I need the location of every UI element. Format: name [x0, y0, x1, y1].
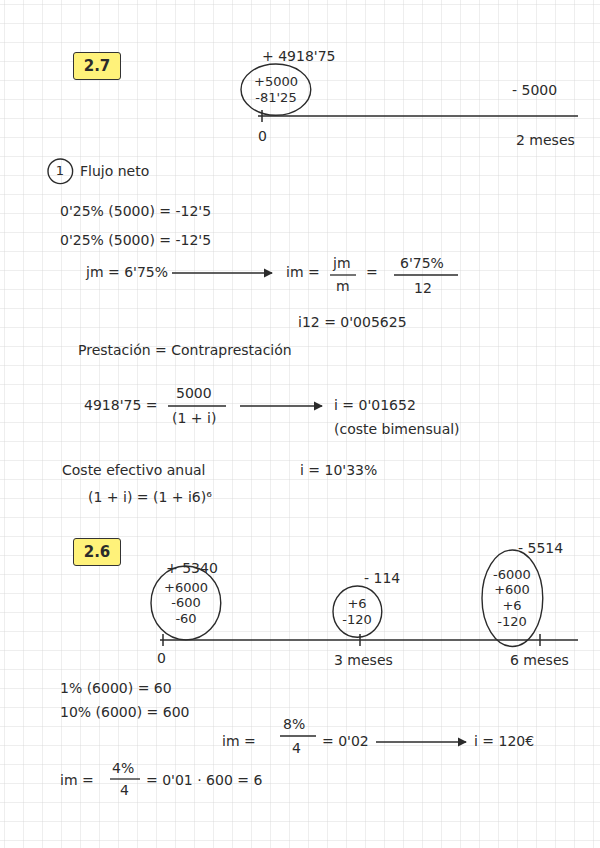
- handwritten-note: 0: [258, 128, 267, 144]
- handwritten-note: m: [336, 278, 350, 294]
- cash-flow-value: +6: [502, 598, 521, 614]
- handwritten-note: im =: [60, 772, 94, 788]
- fraction-bar: [110, 778, 140, 779]
- cash-flow-value: 1: [56, 163, 64, 179]
- handwritten-note: 12: [414, 280, 432, 296]
- cash-flow-value: +5000: [254, 74, 298, 90]
- circled-group: -6000+600+6-120: [481, 549, 544, 647]
- fraction-bar: [168, 405, 226, 406]
- handwritten-note: - 114: [364, 570, 400, 586]
- handwritten-note: + 5340: [166, 560, 218, 576]
- handwritten-note: im =: [286, 264, 320, 280]
- fraction-bar: [330, 274, 356, 275]
- cash-flow-value: -6000: [493, 567, 531, 583]
- handwritten-note: 4: [120, 782, 129, 798]
- handwritten-note: 6 meses: [510, 652, 569, 668]
- cash-flow-value: -120: [497, 614, 527, 630]
- cash-flow-value: +6: [347, 596, 366, 612]
- handwritten-note: 4%: [112, 760, 134, 776]
- tick: [261, 110, 263, 122]
- handwritten-note: 4918'75 =: [84, 397, 157, 413]
- circle-outline: [333, 586, 382, 637]
- cash-flow-value: -60: [175, 611, 196, 627]
- cash-flow-value: -120: [342, 612, 372, 628]
- section-number: 2.6: [73, 538, 122, 566]
- fraction-bar: [280, 735, 316, 736]
- tick: [359, 634, 361, 646]
- section-number: 2.7: [73, 52, 122, 80]
- tick: [162, 634, 164, 646]
- circle-outline: [482, 550, 543, 646]
- circled-group: +6000-600-60: [150, 565, 222, 641]
- handwritten-note: im =: [222, 733, 256, 749]
- circled-group: +5000-81'25: [240, 63, 312, 116]
- handwritten-note: i = 0'01652: [334, 397, 416, 413]
- handwritten-note: - 5000: [512, 82, 557, 98]
- timeline: [160, 639, 578, 641]
- arrow: [376, 741, 466, 742]
- arrow: [240, 405, 322, 406]
- cash-flow-value: +600: [494, 582, 530, 598]
- handwritten-note: 0'25% (5000) = -12'5: [60, 232, 211, 248]
- handwritten-note: i = 10'33%: [300, 462, 377, 478]
- section-number-text: 2.7: [84, 57, 111, 75]
- handwritten-note: 5000: [176, 385, 212, 401]
- handwritten-note: - 5514: [518, 540, 563, 556]
- circled-group: +6-120: [332, 585, 383, 638]
- handwritten-note: 0: [157, 650, 166, 666]
- handwritten-note: 10% (6000) = 600: [60, 704, 189, 720]
- tick: [539, 634, 541, 646]
- handwritten-note: (1 + i) = (1 + i6)⁶: [88, 489, 212, 505]
- circle-outline: [48, 159, 73, 184]
- fraction-bar: [394, 274, 458, 275]
- circle-outline: [241, 64, 311, 115]
- section-number-text: 2.6: [84, 543, 111, 561]
- handwritten-note: jm: [333, 255, 351, 271]
- timeline: [258, 115, 578, 117]
- handwritten-note: 4: [292, 740, 301, 756]
- arrow: [172, 272, 272, 273]
- circle-outline: [151, 566, 221, 640]
- cash-flow-value: -81'25: [255, 90, 296, 106]
- cash-flow-value: -600: [171, 595, 201, 611]
- handwritten-note: (1 + i): [172, 410, 216, 426]
- handwritten-note: 0'25% (5000) = -12'5: [60, 203, 211, 219]
- handwritten-note: 1% (6000) = 60: [60, 680, 172, 696]
- handwritten-note: Coste efectivo anual: [62, 462, 206, 478]
- handwritten-note: = 0'02: [322, 733, 369, 749]
- handwritten-note: i12 = 0'005625: [298, 314, 407, 330]
- handwritten-note: i = 120€: [474, 733, 534, 749]
- circled-number: 1: [47, 158, 74, 185]
- handwritten-note: 2 meses: [516, 132, 575, 148]
- cash-flow-value: +6000: [164, 580, 208, 596]
- handwritten-note: Flujo neto: [80, 163, 149, 179]
- handwritten-note: + 4918'75: [262, 48, 335, 64]
- handwritten-note: 3 meses: [334, 652, 393, 668]
- handwritten-note: =: [366, 264, 378, 280]
- handwritten-note: jm = 6'75%: [86, 264, 168, 280]
- handwritten-note: 8%: [283, 716, 305, 732]
- handwritten-note: 6'75%: [400, 255, 444, 271]
- handwritten-note: = 0'01 · 600 = 6: [146, 772, 262, 788]
- handwritten-note: (coste bimensual): [334, 421, 460, 437]
- handwritten-note: Prestación = Contraprestación: [78, 342, 292, 358]
